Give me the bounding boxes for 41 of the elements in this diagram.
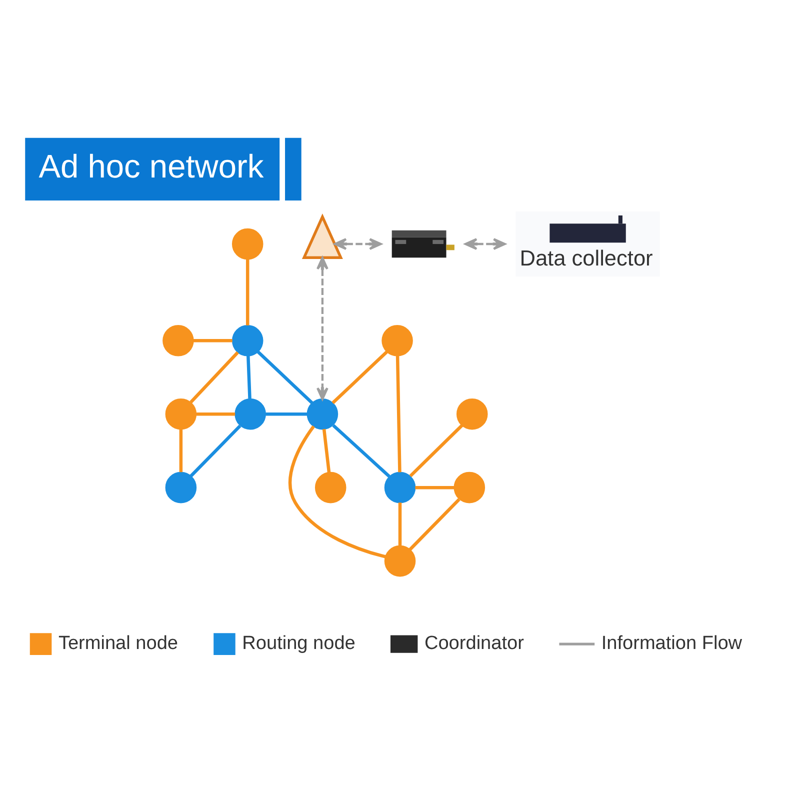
- node-circle: [384, 544, 416, 576]
- node-picture: [302, 213, 343, 258]
- node-circle: [456, 398, 488, 430]
- legend-label: Routing node: [242, 632, 356, 654]
- diagram-title: Ad hoc network: [38, 147, 264, 184]
- node-circle: [454, 471, 486, 503]
- node-circle: [165, 398, 197, 430]
- connector: [246, 258, 250, 325]
- arrow: [334, 238, 382, 250]
- node-circle: [232, 324, 264, 356]
- connector: [409, 424, 464, 477]
- connector: [415, 485, 454, 489]
- node-circle: [306, 398, 338, 430]
- node-circle: [162, 324, 194, 356]
- legend-label: Information Flow: [601, 632, 742, 654]
- connector: [398, 502, 402, 546]
- legend-label: Terminal node: [58, 632, 178, 654]
- node-circle: [232, 228, 264, 260]
- connector: [190, 350, 239, 403]
- connector: [332, 350, 388, 404]
- connector: [190, 424, 242, 477]
- connector: [179, 428, 183, 472]
- node-circle: [314, 471, 346, 503]
- node-box: Data collector: [516, 210, 660, 276]
- node-circle: [384, 471, 416, 503]
- node-circle: [382, 324, 413, 356]
- node-circle: [234, 398, 266, 430]
- node-circle: [165, 471, 197, 503]
- arrow: [464, 238, 506, 250]
- legend-label: Coordinator: [424, 632, 524, 654]
- arrow: [316, 256, 328, 400]
- connector: [322, 428, 331, 472]
- connector: [396, 355, 402, 472]
- connector: [266, 412, 308, 416]
- connector: [288, 424, 386, 558]
- connector: [193, 338, 232, 342]
- connector: [332, 424, 390, 478]
- connector: [196, 412, 236, 416]
- connector: [256, 350, 314, 404]
- connector: [408, 498, 460, 550]
- connector: [246, 355, 252, 399]
